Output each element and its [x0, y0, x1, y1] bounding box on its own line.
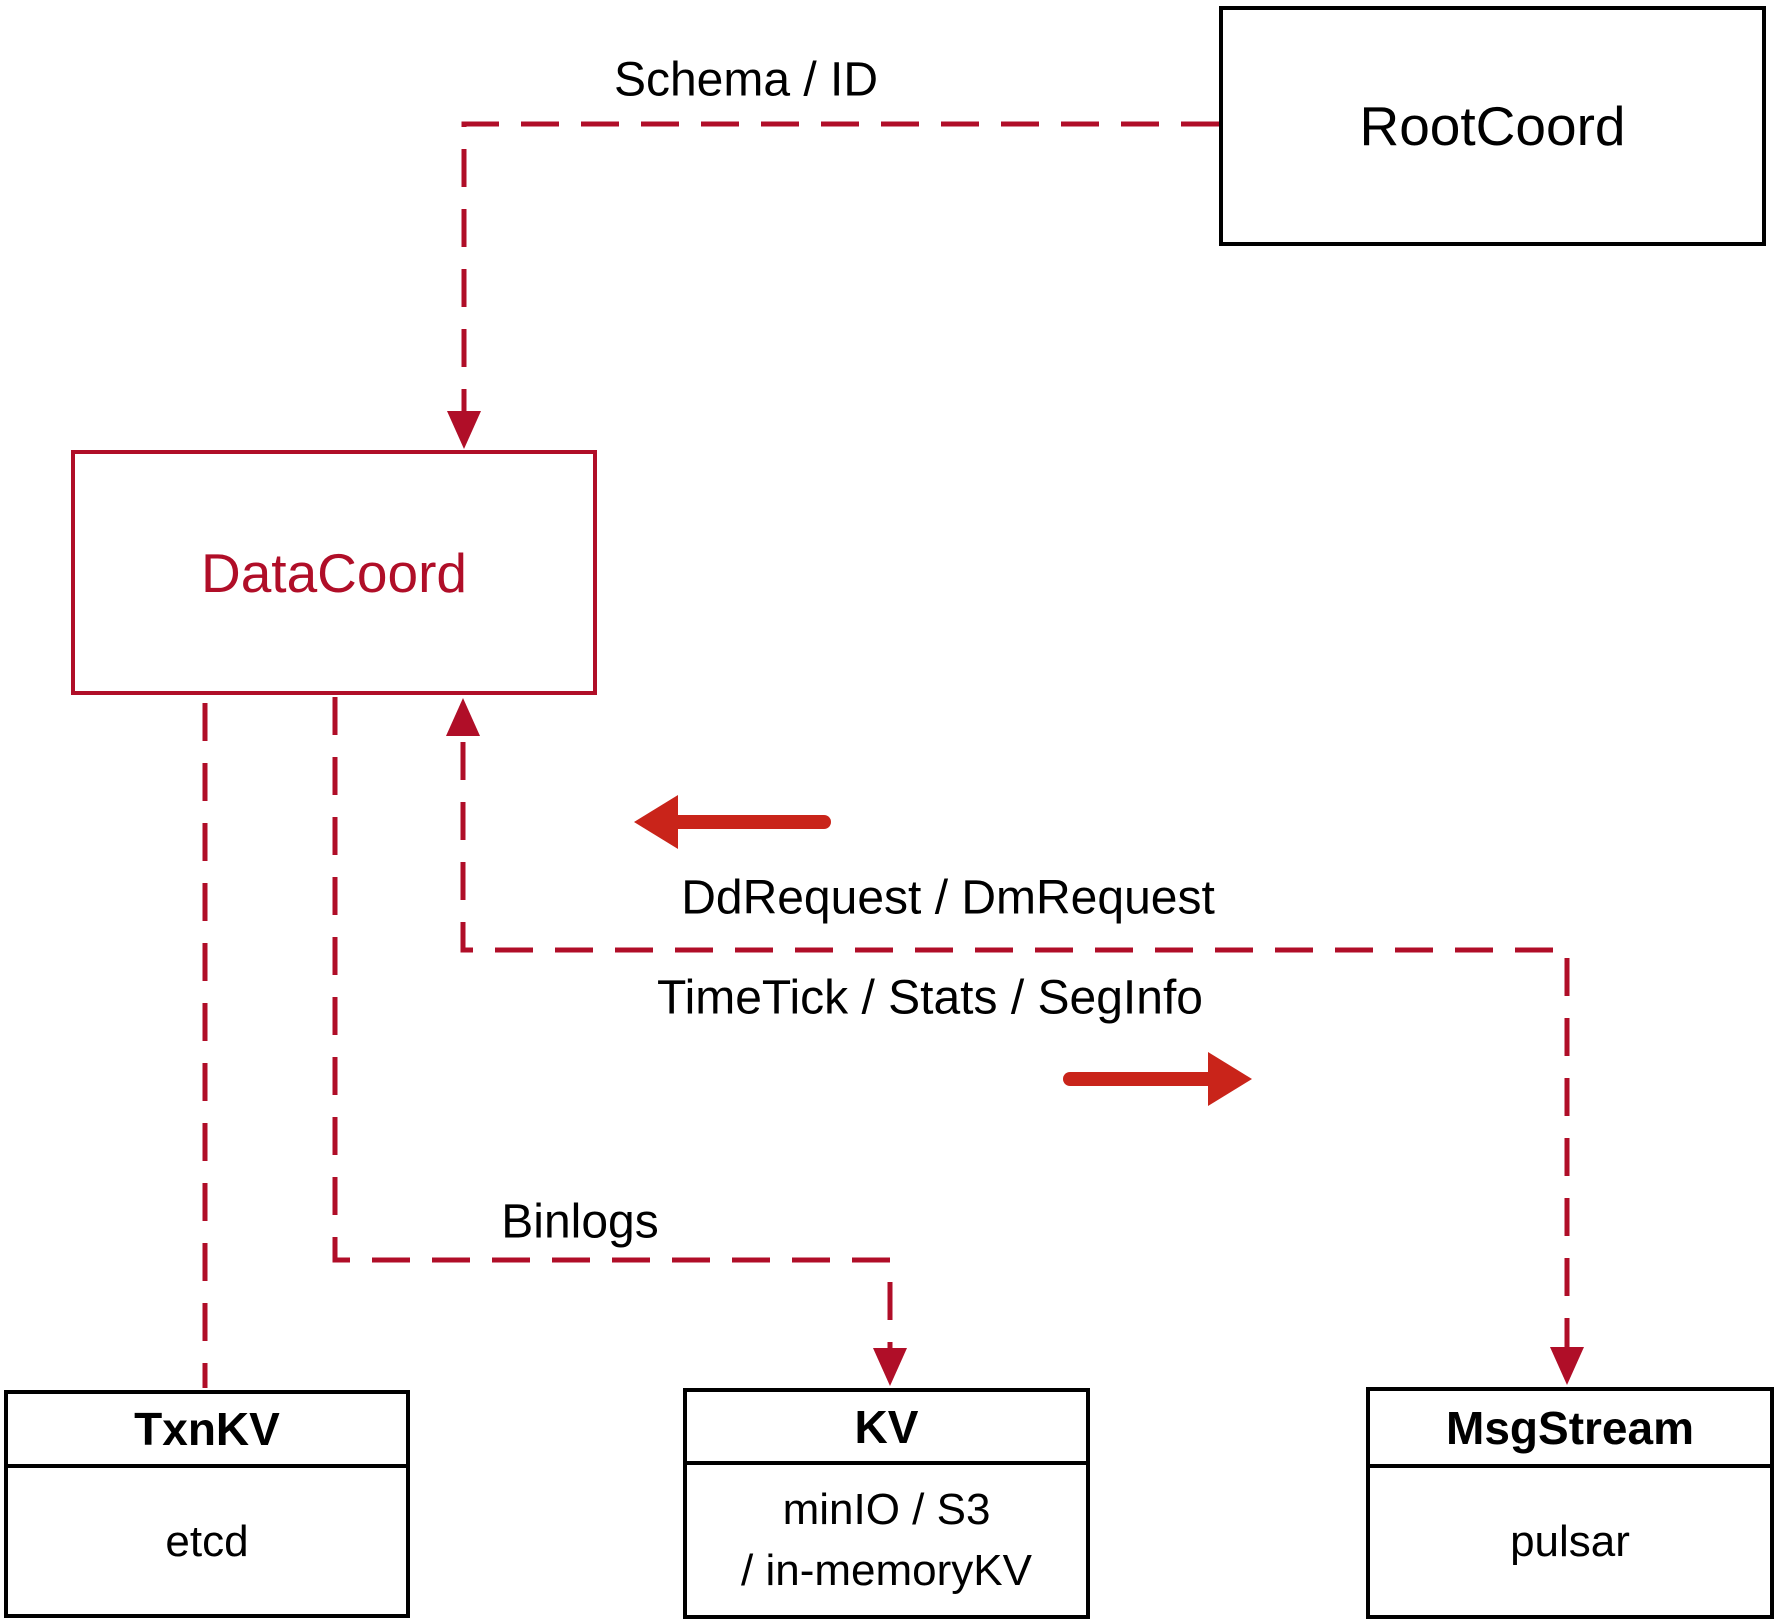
edge-label-ddrequest-dmrequest: DdRequest / DmRequest	[681, 871, 1215, 925]
kv-body-line1: minIO / S3	[782, 1485, 991, 1534]
txnkv-body: etcd	[8, 1468, 406, 1614]
msgstream-title: MsgStream	[1446, 1401, 1694, 1454]
txnkv-header: TxnKV	[8, 1394, 406, 1468]
datacoord-label: DataCoord	[201, 541, 467, 604]
msgstream-body: pulsar	[1370, 1468, 1770, 1615]
left-direction-arrow-icon	[634, 795, 831, 849]
txnkv-body-text: etcd	[165, 1516, 249, 1566]
txnkv-title: TxnKV	[134, 1403, 280, 1455]
node-kv: KV minIO / S3 / in-memoryKV	[683, 1388, 1090, 1619]
edge-msgstream-datacoord	[446, 698, 1584, 1385]
rootcoord-label: RootCoord	[1359, 95, 1626, 157]
edge-rootcoord-to-datacoord	[447, 121, 1219, 449]
arrowhead-down-msgstream-top-icon	[1550, 1347, 1584, 1385]
edge-datacoord-to-kv-binlogs	[332, 697, 907, 1386]
msgstream-header: MsgStream	[1370, 1391, 1770, 1468]
right-direction-arrow-icon	[1063, 1052, 1252, 1106]
kv-body-line2: / in-memoryKV	[741, 1546, 1032, 1595]
edge-label-binlogs: Binlogs	[501, 1195, 659, 1249]
arrowhead-down-kv-top-icon	[873, 1348, 907, 1386]
dashed-connector-schema-id	[461, 121, 1219, 440]
edge-label-schema-id: Schema / ID	[613, 53, 879, 107]
dashed-connector-exchange	[460, 742, 1570, 1376]
right-arrow-head	[1208, 1052, 1252, 1106]
arrowhead-down-datacoord-top-icon	[447, 411, 481, 449]
kv-header: KV	[687, 1392, 1086, 1465]
node-datacoord: DataCoord	[71, 450, 597, 695]
dashed-connector-binlogs	[332, 697, 893, 1378]
node-rootcoord: RootCoord	[1219, 6, 1766, 246]
node-msgstream: MsgStream pulsar	[1366, 1387, 1774, 1619]
msgstream-body-text: pulsar	[1510, 1517, 1630, 1566]
arrowhead-up-datacoord-bottom-icon	[446, 698, 480, 736]
edge-label-timetick-stats-seginfo: TimeTick / Stats / SegInfo	[657, 971, 1203, 1025]
kv-title: KV	[854, 1400, 919, 1453]
kv-body: minIO / S3 / in-memoryKV	[687, 1465, 1086, 1615]
node-txnkv: TxnKV etcd	[4, 1390, 410, 1618]
left-arrow-head	[634, 795, 678, 849]
